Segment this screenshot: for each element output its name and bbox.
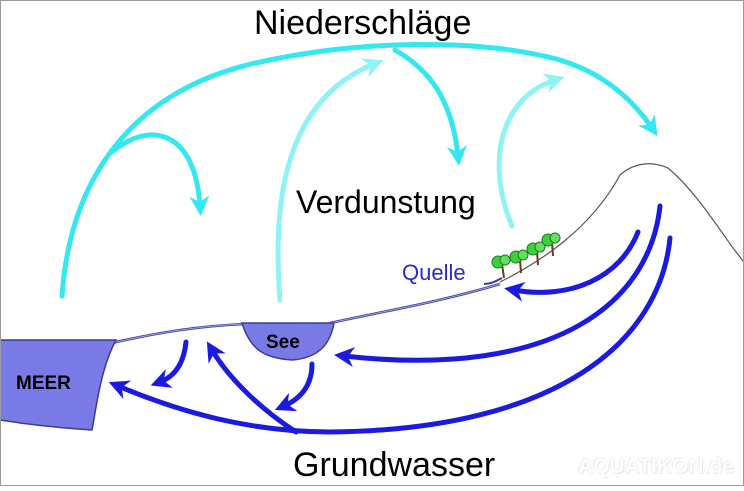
precip-left-branch — [109, 132, 210, 216]
groundwater-label: Grundwasser — [293, 446, 496, 484]
trees-icon — [491, 232, 561, 279]
precipitation-label: Niederschläge — [254, 4, 472, 42]
precip-main-arc — [59, 42, 658, 299]
sea-body — [0, 339, 118, 431]
gw-to-lake — [334, 203, 663, 368]
evaporation-arrows — [275, 58, 565, 303]
evap-lake-arrow — [275, 58, 384, 303]
lake-body — [240, 322, 335, 361]
mountain-outline — [499, 163, 744, 283]
precipitation-arrows — [59, 42, 658, 299]
sea-label: MEER — [16, 373, 71, 394]
gw-to-spring — [504, 229, 641, 302]
gw-lake-down — [274, 361, 315, 412]
spring-label: Quelle — [402, 260, 466, 285]
gw-sea-short — [150, 339, 189, 388]
spring-outlet — [483, 277, 503, 285]
evap-trees-arrow — [496, 73, 565, 229]
groundwater-arrows — [108, 203, 673, 435]
watermark-text: AQUATIKON.de — [578, 455, 734, 478]
gw-to-sea — [108, 235, 673, 435]
precip-mid-branch — [392, 47, 467, 166]
lake-label: See — [266, 332, 300, 353]
evaporation-label: Verdunstung — [296, 184, 476, 220]
gw-surface-down — [206, 341, 299, 435]
